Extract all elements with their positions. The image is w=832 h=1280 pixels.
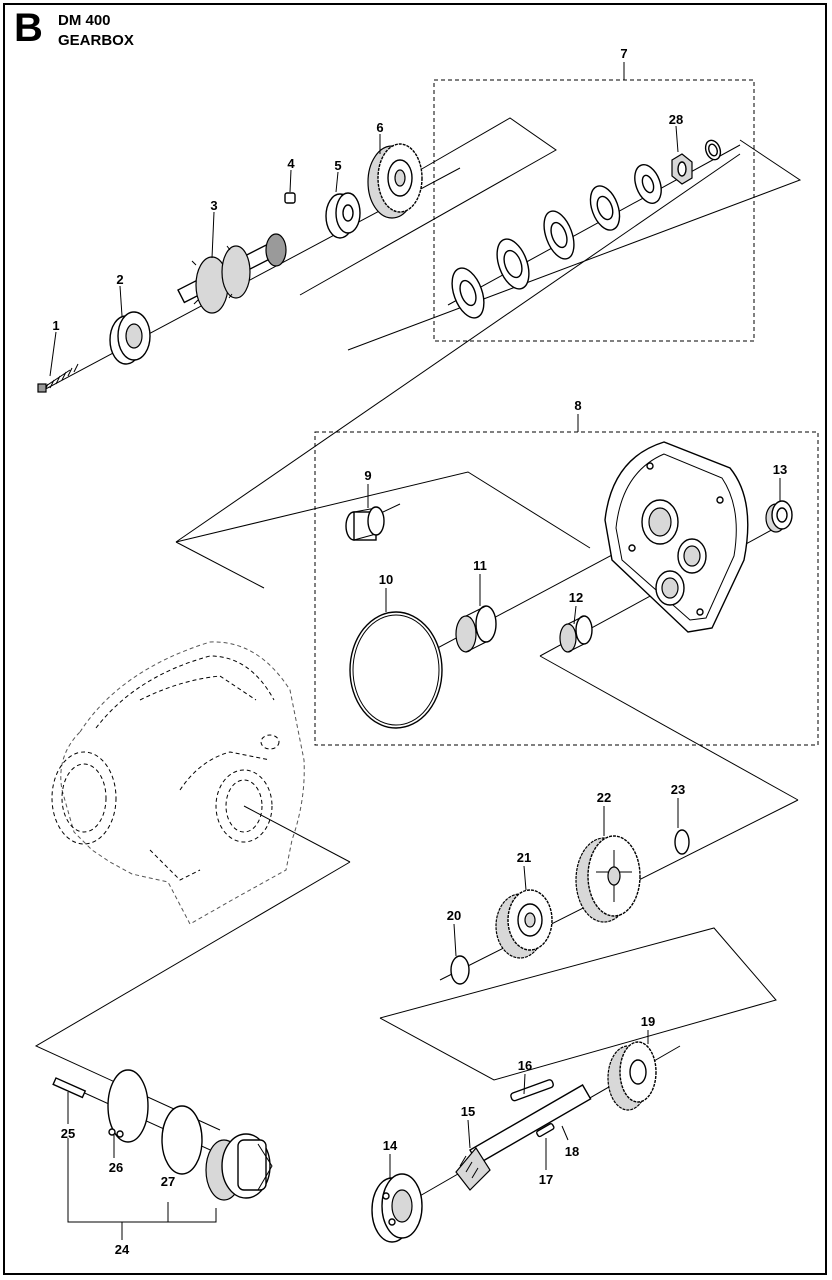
callout-3: 3: [210, 198, 217, 213]
part-12-needle-bearing: [559, 615, 593, 653]
callout-8: 8: [574, 398, 581, 413]
callout-25: 25: [61, 1126, 75, 1141]
part-23-circlip: [674, 829, 690, 855]
gearbox-housing-outline: [51, 641, 351, 925]
part-27-o-ring: [161, 1105, 203, 1175]
callout-12: 12: [569, 590, 583, 605]
part-25-pin: [52, 1077, 87, 1099]
assembly-plane-middle: [175, 471, 591, 549]
callout-13: 13: [773, 462, 787, 477]
callout-24: 24: [115, 1242, 130, 1257]
callout-18: 18: [565, 1144, 579, 1159]
part-20-circlip: [450, 955, 470, 985]
callout-2: 2: [116, 272, 123, 287]
group-8-box: [314, 431, 819, 746]
callout-14: 14: [383, 1138, 398, 1153]
leader-lines: [49, 125, 781, 1178]
part-1-spring: [37, 363, 79, 393]
part-15-output-shaft: [455, 1084, 592, 1191]
part-3-input-shaft: [177, 233, 287, 314]
part-21-gear: [495, 889, 553, 959]
callout-16: 16: [518, 1058, 532, 1073]
gearbox-cover: [604, 441, 749, 633]
group-7-box: [433, 79, 755, 342]
callout-23: 23: [671, 782, 685, 797]
diagram-title: GEARBOX: [58, 32, 134, 49]
callout-22: 22: [597, 790, 611, 805]
part-4-key: [284, 192, 296, 204]
part-19-gear: [607, 1041, 657, 1111]
callout-20: 20: [447, 908, 461, 923]
part-14-bearing: [371, 1173, 423, 1243]
callout-26: 26: [109, 1160, 123, 1175]
model-name: DM 400: [58, 12, 111, 29]
callout-17: 17: [539, 1172, 553, 1187]
callout-labels: 1 2 3 4 5 6 7 8 9 10 11 12 13 14 15 16 1…: [52, 46, 787, 1257]
part-22-gear: [575, 835, 641, 923]
callout-4: 4: [287, 156, 295, 171]
section-letter: B: [14, 6, 43, 50]
assembly-plane-lower: [379, 927, 777, 1081]
callout-15: 15: [461, 1104, 475, 1119]
callout-10: 10: [379, 572, 393, 587]
callout-27: 27: [161, 1174, 175, 1189]
callout-21: 21: [517, 850, 531, 865]
sheet-border: [3, 3, 827, 1275]
part-6-gear: [367, 143, 423, 219]
part-9-needle-bearing: [345, 506, 385, 541]
callout-19: 19: [641, 1014, 655, 1029]
washer-axis-line: [447, 144, 741, 306]
gearbox-cap: [205, 1133, 273, 1201]
part-17-key: [536, 1123, 555, 1138]
part-11-needle-bearing: [455, 605, 497, 653]
part-26-circlip: [107, 1069, 149, 1143]
callout-11: 11: [473, 558, 487, 573]
part-13-seal: [765, 500, 793, 533]
thrust-washers: [451, 139, 722, 319]
group-24-bracket: [67, 1138, 217, 1223]
assembly-plane-upper: [299, 117, 557, 296]
part-10-o-ring: [349, 611, 443, 729]
callout-6: 6: [376, 120, 383, 135]
callout-7: 7: [620, 46, 627, 61]
callout-9: 9: [364, 468, 371, 483]
callout-28: 28: [669, 112, 683, 127]
callout-1: 1: [52, 318, 59, 333]
part-2-bearing: [109, 311, 151, 365]
callout-5: 5: [334, 158, 341, 173]
part-16-key: [510, 1079, 554, 1102]
part-5-washer: [325, 192, 361, 239]
